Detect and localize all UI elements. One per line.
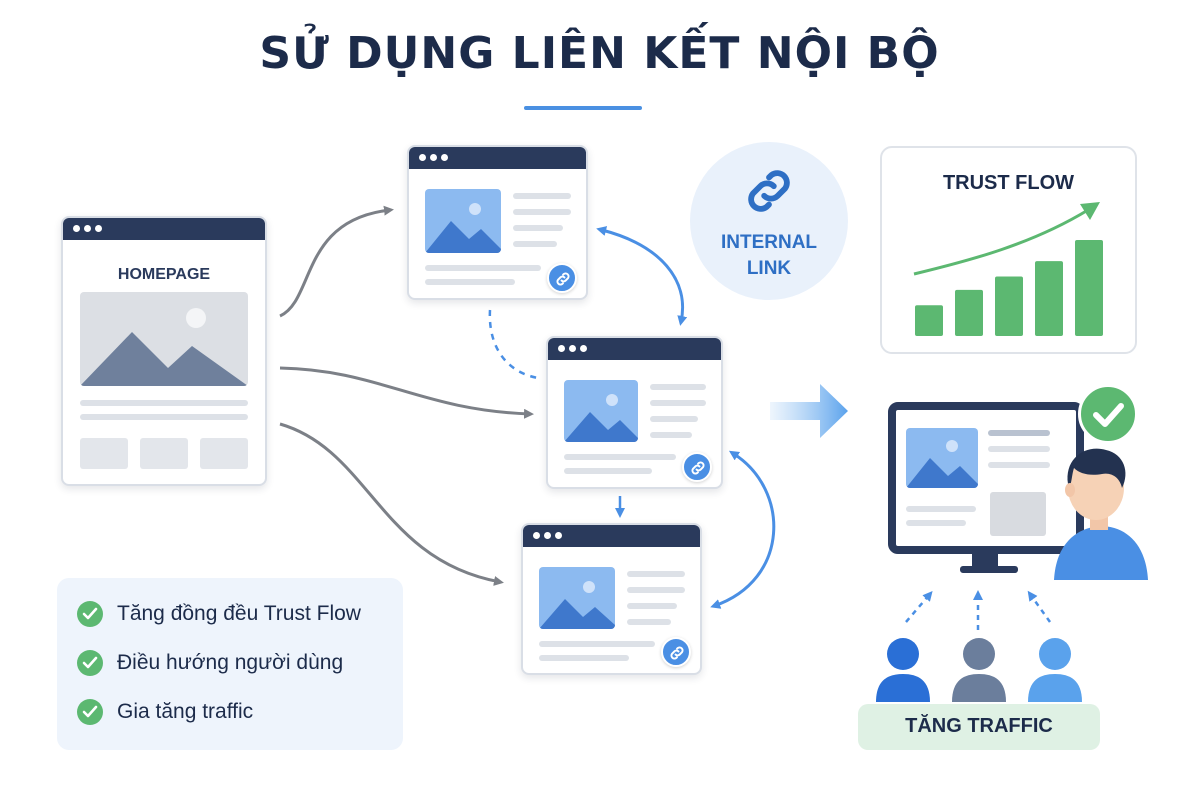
check-badge-icon xyxy=(1078,384,1138,444)
trust-flow-bar xyxy=(995,276,1023,336)
benefits-checklist: Tăng đồng đều Trust Flow Điều hướng ngườ… xyxy=(57,578,403,750)
trust-flow-bar xyxy=(1035,261,1063,336)
monitor-stand xyxy=(972,554,998,566)
title-underline xyxy=(524,106,642,110)
homepage-block xyxy=(80,438,128,469)
arrow-home-to-page3 xyxy=(279,422,504,586)
arrow-to-monitor xyxy=(770,384,848,438)
page-window-1 xyxy=(407,145,588,300)
chain-link-icon xyxy=(748,170,790,212)
page-title: SỬ DỤNG LIÊN KẾT NỘI BỘ xyxy=(259,28,940,79)
link-icon xyxy=(661,637,691,667)
arrow-home-to-page1 xyxy=(279,205,394,318)
window-title-bar xyxy=(523,525,700,547)
page-window-2 xyxy=(546,336,723,489)
trust-flow-chart xyxy=(913,202,1103,336)
page-image-icon xyxy=(539,567,615,629)
check-icon xyxy=(77,601,103,627)
homepage-block xyxy=(200,438,248,469)
person-icon xyxy=(1054,448,1148,580)
page-image-icon xyxy=(564,380,638,442)
link-icon xyxy=(682,452,712,482)
check-icon xyxy=(77,699,103,725)
trust-flow-bar xyxy=(955,289,983,336)
arrow-page1-page2-dashed xyxy=(488,309,539,380)
arrow-user1-to-monitor xyxy=(905,590,933,623)
monitor-stand-base xyxy=(960,566,1018,573)
page-image-icon xyxy=(425,189,501,253)
trust-flow-card: TRUST FLOW xyxy=(880,146,1137,354)
user-icon-3 xyxy=(1028,638,1082,702)
traffic-label: TĂNG TRAFFIC xyxy=(905,715,1053,737)
window-title-bar xyxy=(63,218,265,240)
arrow-home-to-page2 xyxy=(279,366,534,419)
homepage-window: HOMEPAGE xyxy=(61,216,267,486)
trend-arrow-line xyxy=(913,208,1089,276)
internal-link-label: INTERNAL LINK xyxy=(720,232,818,279)
homepage-block xyxy=(140,438,188,469)
arrow-page1-page2 xyxy=(596,226,688,326)
homepage-label: HOMEPAGE xyxy=(117,266,211,283)
user-icon-2 xyxy=(952,638,1006,702)
arrow-user3-to-monitor xyxy=(1027,590,1052,623)
user-icon-1 xyxy=(876,638,930,702)
window-title-bar xyxy=(548,338,721,360)
trust-flow-bar xyxy=(915,305,943,336)
check-icon xyxy=(77,650,103,676)
internal-link-badge: INTERNAL LINK xyxy=(690,142,848,300)
homepage-image-icon xyxy=(80,292,248,386)
page-image-icon xyxy=(906,428,978,488)
window-title-bar xyxy=(409,147,586,169)
trust-flow-title: TRUST FLOW xyxy=(942,172,1075,194)
trend-arrow-head xyxy=(1080,202,1100,220)
trust-flow-bar xyxy=(1075,240,1103,336)
traffic-badge: TĂNG TRAFFIC xyxy=(858,704,1100,750)
page-window-3 xyxy=(521,523,702,675)
link-icon xyxy=(547,263,577,293)
